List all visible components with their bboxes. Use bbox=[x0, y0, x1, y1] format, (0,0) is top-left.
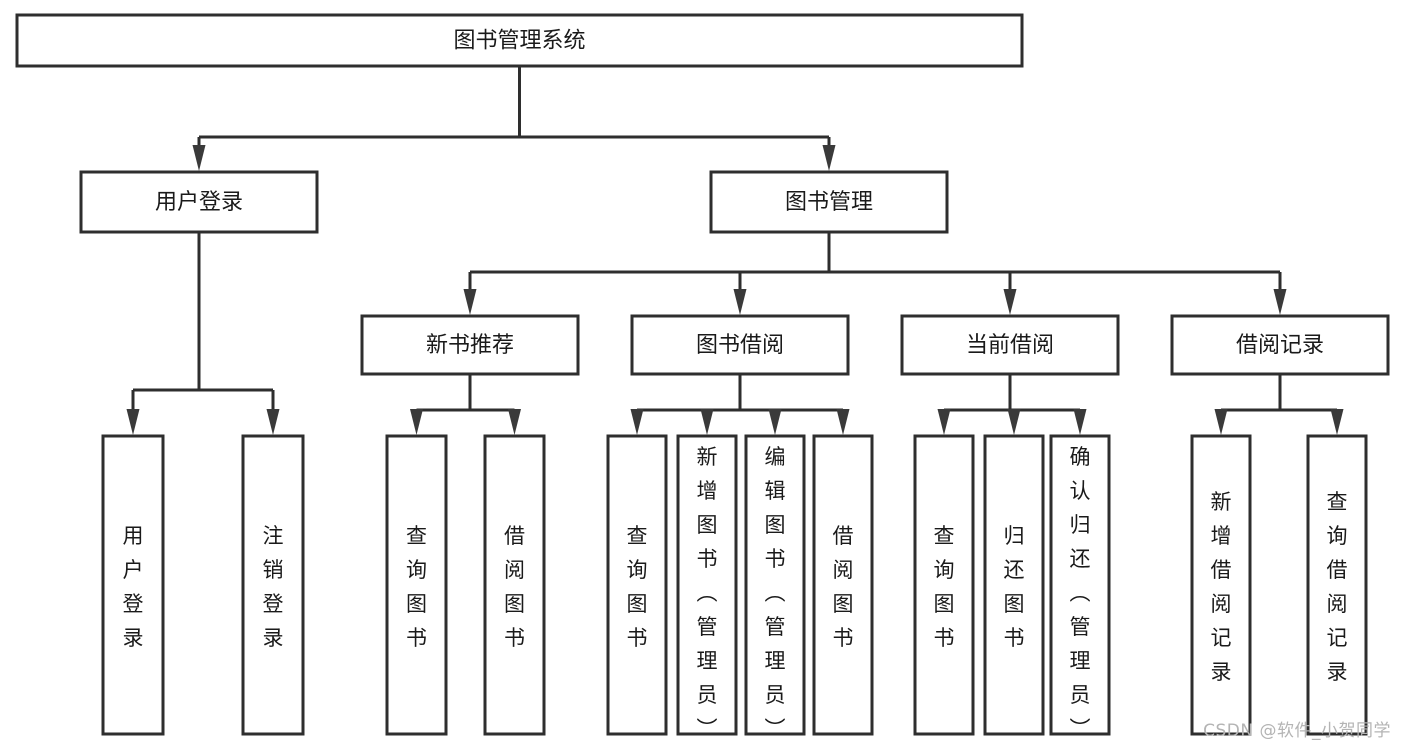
node-borrow-record[interactable]: 借阅记录 bbox=[1170, 314, 1390, 376]
node-leaf-query-book-rec[interactable]: 查询图书 bbox=[385, 434, 448, 736]
arrow-head-icon bbox=[822, 145, 836, 171]
arrow-head-icon bbox=[630, 409, 644, 435]
arrow-head-icon bbox=[192, 145, 206, 171]
node-label: 新书推荐 bbox=[426, 333, 514, 358]
node-new-book-rec[interactable]: 新书推荐 bbox=[360, 314, 580, 376]
node-book-manage[interactable]: 图书管理 bbox=[709, 170, 949, 234]
node-label: 归还图书 bbox=[1004, 524, 1025, 650]
node-leaf-query-book-cur[interactable]: 查询图书 bbox=[913, 434, 975, 736]
node-box bbox=[360, 314, 580, 376]
arrow-head-icon bbox=[937, 409, 951, 435]
arrow-head-icon bbox=[266, 409, 280, 435]
node-label: 注销登录 bbox=[263, 524, 284, 650]
watermark-text: CSDN @软件_小贺同学 bbox=[1203, 721, 1391, 741]
arrow-head-icon bbox=[1330, 409, 1344, 435]
arrow-head-icon bbox=[463, 289, 477, 315]
node-label: 编辑图书︵管理员︶ bbox=[765, 445, 786, 741]
node-box bbox=[900, 314, 1120, 376]
node-leaf-user-logout[interactable]: 注销登录 bbox=[241, 434, 305, 736]
node-label: 用户登录 bbox=[123, 524, 144, 650]
node-leaf-borrow-book-rec[interactable]: 借阅图书 bbox=[483, 434, 546, 736]
node-leaf-user-login[interactable]: 用户登录 bbox=[101, 434, 165, 736]
node-user-login[interactable]: 用户登录 bbox=[79, 170, 319, 234]
node-box bbox=[630, 314, 850, 376]
node-label: 查询借阅记录 bbox=[1327, 490, 1348, 684]
node-box bbox=[676, 434, 738, 736]
node-box bbox=[385, 434, 448, 736]
node-label: 查询图书 bbox=[627, 524, 648, 650]
node-box bbox=[241, 434, 305, 736]
node-label: 新增借阅记录 bbox=[1211, 490, 1232, 684]
node-box bbox=[1306, 434, 1368, 736]
arrow-head-icon bbox=[410, 409, 423, 435]
node-box bbox=[79, 170, 319, 234]
arrow-head-icon bbox=[1003, 289, 1017, 315]
node-label: 确认归还︵管理员︶ bbox=[1070, 445, 1091, 741]
node-box bbox=[913, 434, 975, 736]
node-leaf-query-record[interactable]: 查询借阅记录 bbox=[1306, 434, 1368, 736]
node-label: 当前借阅 bbox=[966, 333, 1054, 358]
arrow-head-icon bbox=[1073, 409, 1087, 435]
node-label: 图书管理系统 bbox=[453, 29, 585, 54]
connector-layer bbox=[126, 66, 1344, 435]
arrow-head-icon bbox=[700, 409, 714, 435]
node-box bbox=[606, 434, 668, 736]
node-box bbox=[483, 434, 546, 736]
node-label: 图书借阅 bbox=[696, 333, 784, 358]
node-root[interactable]: 图书管理系统 bbox=[15, 13, 1024, 68]
node-label: 图书管理 bbox=[785, 190, 873, 215]
node-box bbox=[744, 434, 806, 736]
node-leaf-confirm-return[interactable]: 确认归还︵管理员︶ bbox=[1049, 434, 1111, 741]
node-label: 借阅图书 bbox=[833, 524, 854, 650]
arrow-head-icon bbox=[733, 289, 747, 315]
node-label: 借阅图书 bbox=[504, 524, 525, 650]
node-box bbox=[709, 170, 949, 234]
node-label: 查询图书 bbox=[934, 524, 955, 650]
node-label: 新增图书︵管理员︶ bbox=[697, 445, 718, 741]
arrow-head-icon bbox=[126, 409, 140, 435]
node-box bbox=[812, 434, 874, 736]
node-current-borrow[interactable]: 当前借阅 bbox=[900, 314, 1120, 376]
node-layer: 图书管理系统用户登录图书管理新书推荐图书借阅当前借阅借阅记录用户登录注销登录查询… bbox=[15, 13, 1390, 741]
node-label: 借阅记录 bbox=[1236, 333, 1324, 358]
arrow-head-icon bbox=[508, 409, 521, 435]
arrow-head-icon bbox=[1214, 409, 1228, 435]
node-box bbox=[101, 434, 165, 736]
node-label: 用户登录 bbox=[155, 190, 243, 215]
arrow-head-icon bbox=[768, 409, 782, 435]
node-leaf-add-book[interactable]: 新增图书︵管理员︶ bbox=[676, 434, 738, 741]
node-box bbox=[1190, 434, 1252, 736]
node-leaf-edit-book[interactable]: 编辑图书︵管理员︶ bbox=[744, 434, 806, 741]
node-leaf-query-book-borrow[interactable]: 查询图书 bbox=[606, 434, 668, 736]
node-leaf-borrow-book[interactable]: 借阅图书 bbox=[812, 434, 874, 736]
node-book-borrow[interactable]: 图书借阅 bbox=[630, 314, 850, 376]
node-leaf-add-record[interactable]: 新增借阅记录 bbox=[1190, 434, 1252, 736]
node-box bbox=[1170, 314, 1390, 376]
node-label: 查询图书 bbox=[406, 524, 427, 650]
node-leaf-return-book[interactable]: 归还图书 bbox=[983, 434, 1045, 736]
node-box bbox=[15, 13, 1024, 68]
arrow-head-icon bbox=[1273, 289, 1287, 315]
arrow-head-icon bbox=[1007, 409, 1021, 435]
node-box bbox=[1049, 434, 1111, 736]
node-box bbox=[983, 434, 1045, 736]
arrow-head-icon bbox=[836, 409, 850, 435]
